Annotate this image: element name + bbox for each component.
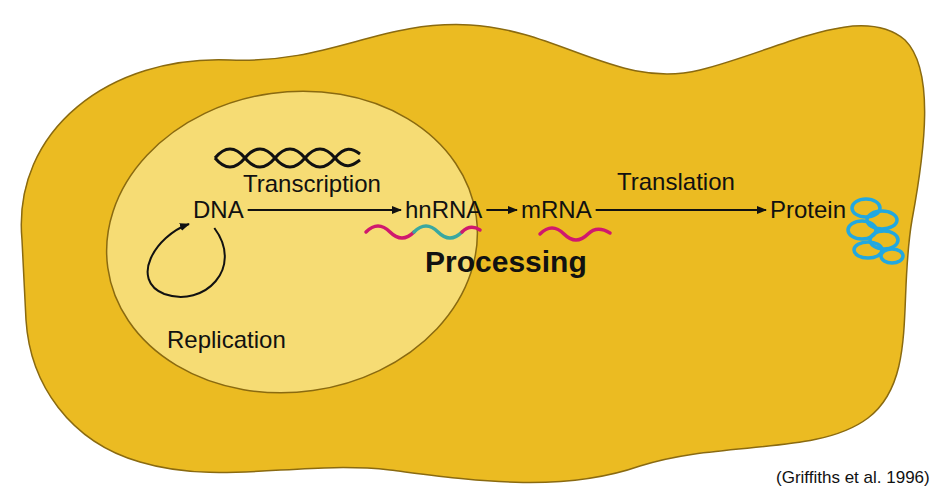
molecule-name: Protein xyxy=(770,196,846,224)
molecule-name: mRNA xyxy=(521,196,592,224)
process-label: Transcription xyxy=(243,170,381,198)
citation: (Griffiths et al. 1996) xyxy=(776,468,930,488)
molecule-node: Protein xyxy=(770,196,846,224)
process-label: Translation xyxy=(617,168,735,196)
mrna-strand xyxy=(540,228,610,240)
dna-helix xyxy=(215,149,360,167)
molecule-node: hnRNA xyxy=(405,196,482,224)
protein-coil xyxy=(848,199,903,263)
loop-arrow xyxy=(148,224,225,297)
nucleus-outline xyxy=(87,68,497,417)
process-label: Processing xyxy=(425,244,587,280)
molecule-node: mRNA xyxy=(521,196,592,224)
process-label: Replication xyxy=(167,326,286,354)
molecule-name: DNA xyxy=(193,196,244,224)
molecule-name: hnRNA xyxy=(405,196,482,224)
process-arrow xyxy=(248,209,401,211)
hnrna-strand xyxy=(366,226,480,238)
molecule-node: DNA xyxy=(193,196,244,224)
process-arrow xyxy=(596,209,766,211)
process-arrow xyxy=(486,209,517,211)
cell-outline xyxy=(21,25,924,483)
